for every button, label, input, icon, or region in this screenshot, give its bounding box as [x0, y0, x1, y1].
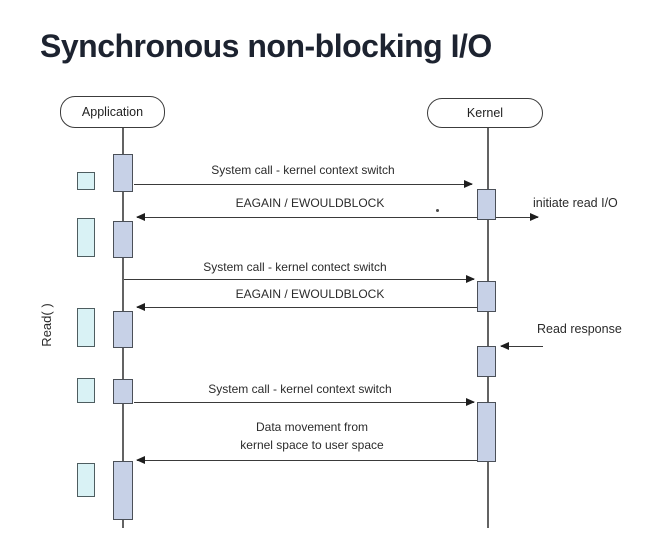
- arrowhead-left-icon: [500, 341, 509, 350]
- data-movement-label-line1: Data movement from: [255, 420, 369, 434]
- arrow-syscall-3: [134, 397, 475, 406]
- read-call-label: Read( ): [39, 303, 54, 347]
- arrowhead-right-icon: [466, 397, 475, 406]
- app-activation-2: [113, 221, 133, 258]
- arrowhead-right-icon: [464, 179, 473, 188]
- user-buffer-box-2: [77, 218, 95, 257]
- kernel-label: Kernel: [466, 106, 504, 120]
- user-buffer-box-3: [77, 308, 95, 347]
- data-movement-label-line2: kernel space to user space: [240, 438, 384, 452]
- arrowhead-right-icon: [530, 212, 539, 221]
- eagain-2-label: EAGAIN / EWOULDBLOCK: [235, 287, 385, 301]
- user-buffer-box-4: [77, 378, 95, 403]
- application-label: Application: [81, 105, 144, 119]
- read-response-label: Read response: [537, 322, 622, 336]
- syscall-1-label: System call - kernel context switch: [211, 163, 395, 177]
- arrowhead-left-icon: [136, 455, 145, 464]
- arrow-data-movement-return: [136, 455, 478, 464]
- page-title: Synchronous non-blocking I/O: [40, 28, 492, 64]
- syscall-2-label: System call - kernel contect switch: [203, 260, 387, 274]
- kernel-activation-2: [477, 281, 496, 312]
- arrow-syscall-1: [134, 179, 473, 188]
- kernel-activation-3: [477, 346, 496, 377]
- app-activation-3: [113, 311, 133, 348]
- user-buffer-box-1: [77, 172, 95, 190]
- app-activation-1: [113, 154, 133, 192]
- user-buffer-box-5: [77, 463, 95, 497]
- kernel-lifeline: [487, 128, 489, 528]
- app-activation-5: [113, 461, 133, 520]
- arrowhead-left-icon: [136, 212, 145, 221]
- eagain-1-label: EAGAIN / EWOULDBLOCK: [235, 196, 385, 210]
- arrow-syscall-2: [124, 274, 475, 283]
- kernel-activation-4: [477, 402, 496, 462]
- arrowhead-right-icon: [466, 274, 475, 283]
- lifeline-header-kernel: Kernel: [427, 98, 543, 128]
- syscall-3-label: System call - kernel context switch: [208, 382, 392, 396]
- stray-dot: [436, 209, 439, 212]
- arrow-read-response: [500, 341, 543, 350]
- arrow-eagain-return-1: [136, 212, 539, 221]
- arrowhead-left-icon: [136, 302, 145, 311]
- lifeline-header-application: Application: [60, 96, 165, 128]
- arrow-eagain-return-2: [136, 302, 478, 311]
- initiate-read-io-label: initiate read I/O: [533, 196, 618, 210]
- app-activation-4: [113, 379, 133, 404]
- kernel-activation-1: [477, 189, 496, 220]
